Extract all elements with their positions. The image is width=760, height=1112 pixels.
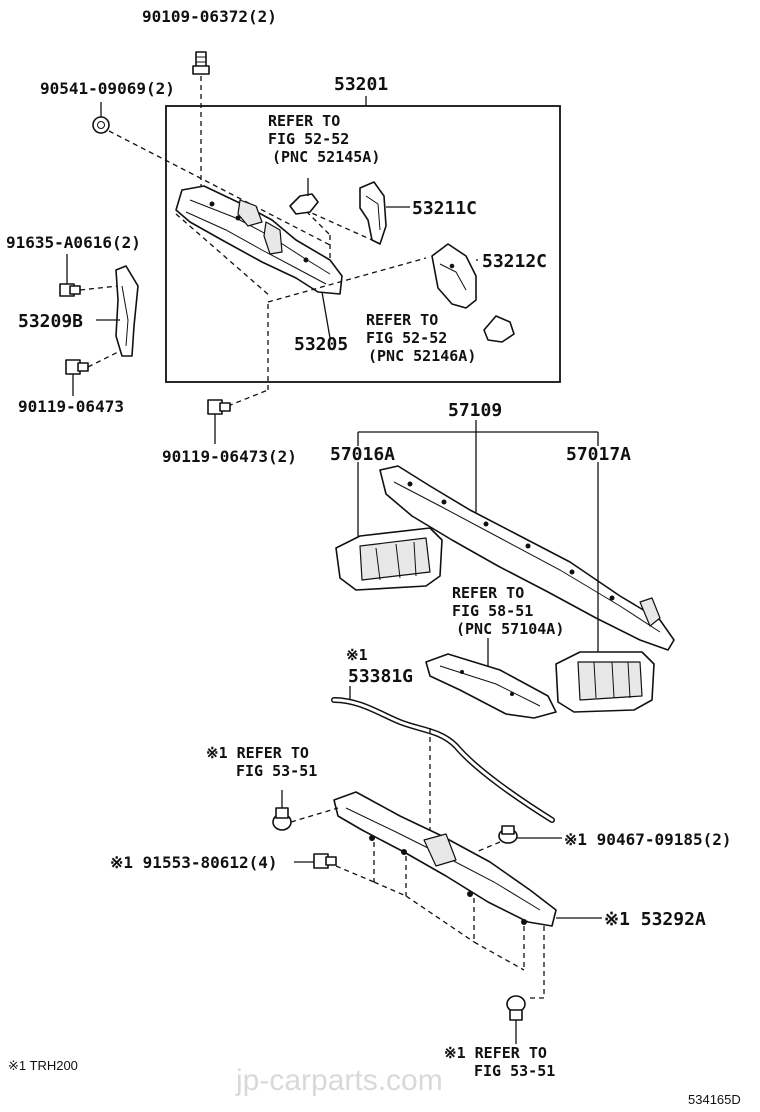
label-bolt-90119-mid: 90119-06473(2) [162, 447, 297, 466]
refer-a-bracket [289, 193, 319, 215]
label-57016a: 57016A [330, 444, 395, 465]
extension-57017a [555, 651, 655, 713]
label-refer-e-2: FIG 53-51 [474, 1062, 555, 1080]
label-refer-a-3: (PNC 52145A) [272, 148, 380, 166]
label-refer-d-2: FIG 53-51 [236, 762, 317, 780]
bracket-53209b [115, 265, 139, 357]
label-refer-a-2: FIG 52-52 [268, 130, 349, 148]
label-53205: 53205 [294, 334, 348, 355]
group-box-53201 [165, 105, 561, 383]
label-bolt-91635: 91635-A0616(2) [6, 233, 141, 252]
label-53381g: 53381G [348, 666, 413, 687]
label-nut-90541: 90541-09069(2) [40, 79, 175, 98]
refer-c-plate [425, 653, 557, 719]
label-53209b: 53209B [18, 311, 83, 332]
label-bolt-90109: 90109-06372(2) [142, 7, 277, 26]
clip-refer-d-icon [272, 807, 292, 831]
diagram-code: 534165D [688, 1092, 741, 1107]
label-group-57109: 57109 [448, 400, 502, 421]
label-refer-b-2: FIG 52-52 [366, 329, 447, 347]
label-57017a: 57017A [566, 444, 631, 465]
clip-refer-e-icon [506, 995, 526, 1021]
label-group-53201: 53201 [334, 74, 388, 95]
clip-90467-icon [498, 825, 518, 844]
label-refer-d-1: ※1 REFER TO [206, 744, 309, 762]
bolt-90119-mid-icon [207, 399, 231, 415]
bolt-91635-icon [59, 283, 81, 297]
upper-panel-53205 [175, 185, 343, 295]
label-90467: ※1 90467-09185(2) [564, 830, 732, 849]
bracket-53212c [431, 243, 477, 309]
bracket-53292a [333, 791, 557, 927]
label-refer-c-1: REFER TO [452, 584, 524, 602]
extension-57016a [335, 527, 443, 591]
watermark: jp-carparts.com [235, 1064, 443, 1097]
bracket-53211c [359, 181, 387, 245]
label-refer-a-1: REFER TO [268, 112, 340, 130]
footnote: ※1 TRH200 [8, 1058, 78, 1073]
reinforcement-57109 [379, 465, 675, 651]
label-mark-53381g: ※1 [346, 646, 368, 664]
label-refer-c-3: (PNC 57104A) [456, 620, 564, 638]
label-refer-b-3: (PNC 52146A) [368, 347, 476, 365]
label-53212c: 53212C [482, 251, 547, 272]
label-refer-e-1: ※1 REFER TO [444, 1044, 547, 1062]
refer-b-bracket [483, 315, 515, 343]
bolt-91553-icon [313, 853, 337, 869]
label-91553: ※1 91553-80612(4) [110, 853, 278, 872]
label-53211c: 53211C [412, 198, 477, 219]
label-53292a: ※1 53292A [604, 909, 706, 930]
label-refer-b-1: REFER TO [366, 311, 438, 329]
label-bolt-90119-left: 90119-06473 [18, 397, 124, 416]
bolt-90119-left-icon [65, 359, 89, 375]
label-refer-c-2: FIG 58-51 [452, 602, 533, 620]
bolt-90109-icon [192, 51, 210, 75]
nut-90541-icon [92, 116, 110, 134]
